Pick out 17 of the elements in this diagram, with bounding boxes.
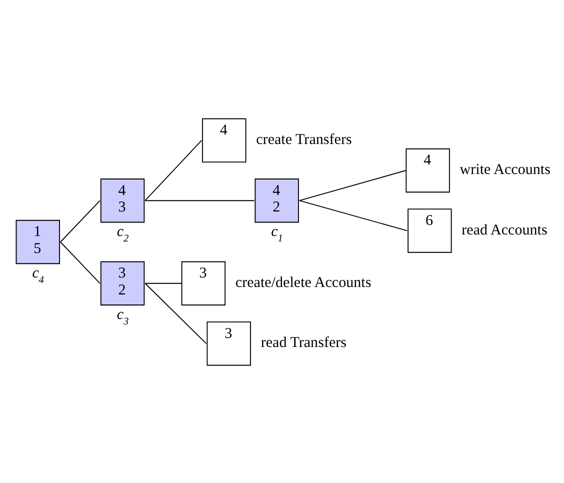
node-label: create Transfers bbox=[256, 131, 352, 148]
node-label: c$_{1}$ bbox=[271, 224, 283, 244]
node-label: create/delete Accounts bbox=[235, 274, 372, 290]
connector bbox=[144, 139, 202, 201]
connector bbox=[298, 170, 406, 201]
connector bbox=[60, 200, 100, 242]
connector bbox=[298, 200, 408, 231]
connector bbox=[144, 282, 207, 344]
node-label: c$_{3}$ bbox=[116, 306, 129, 327]
node-label: c$_{4}$ bbox=[32, 265, 44, 286]
node-label: read Accounts bbox=[462, 222, 548, 238]
node-label: c$_{2}$ bbox=[116, 224, 129, 244]
connector bbox=[144, 200, 255, 201]
node-label: read Transfers bbox=[260, 334, 347, 351]
connector bbox=[144, 282, 182, 284]
connector bbox=[60, 241, 100, 284]
node-label: write Accounts bbox=[460, 162, 550, 178]
